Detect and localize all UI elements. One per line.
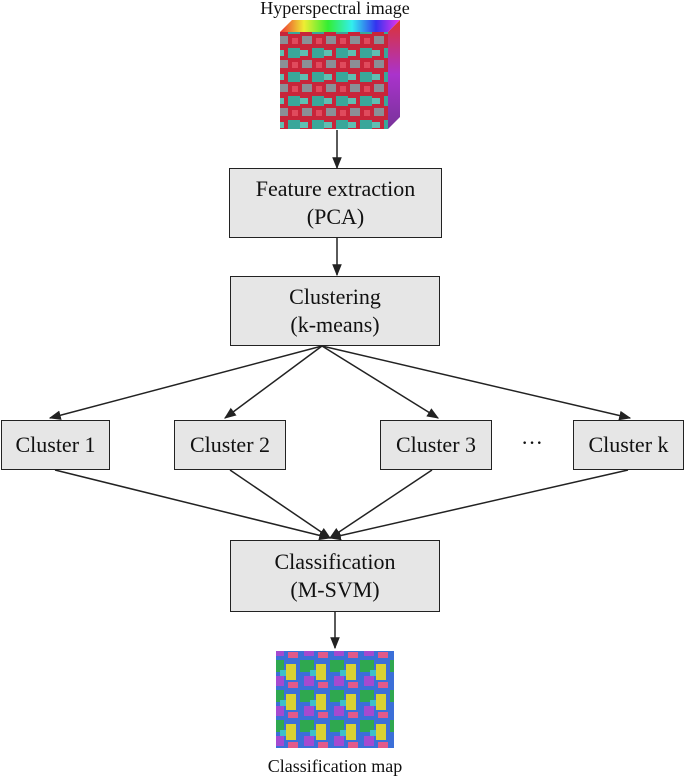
cluster-ellipsis: ··· <box>521 430 543 455</box>
arrow-cluster-3-to-classification <box>329 469 433 539</box>
classification-map-image <box>276 651 394 748</box>
arrow-to-cluster-k <box>321 345 632 421</box>
cluster-2-label: Cluster 2 <box>189 431 271 457</box>
feature-extraction-method: (PCA) <box>306 204 365 229</box>
classification-map-label: Classification map <box>267 756 403 776</box>
cluster-1-box: Cluster 1 <box>1 420 110 470</box>
hyperspectral-cube-image <box>280 20 400 129</box>
cluster-3-box: Cluster 3 <box>380 420 492 470</box>
arrow-cluster-1-to-classification <box>54 469 332 541</box>
arrow-to-cluster-1 <box>48 345 323 420</box>
cluster-1-label: Cluster 1 <box>15 431 96 457</box>
feature-extraction-title: Feature extraction <box>255 175 416 201</box>
classification-method: (M-SVM) <box>290 577 380 602</box>
cluster-3-label: Cluster 3 <box>395 431 477 457</box>
classification-box: Classification (M-SVM) <box>230 540 440 612</box>
cluster-k-label: Cluster k <box>588 431 669 457</box>
hyperspectral-image-label: Hyperspectral image <box>260 0 410 18</box>
feature-extraction-box: Feature extraction (PCA) <box>229 168 442 238</box>
cluster-2-box: Cluster 2 <box>174 420 286 470</box>
cluster-k-box: Cluster k <box>573 420 684 470</box>
arrow-cluster-k-to-classification <box>328 469 629 541</box>
clustering-title: Clustering <box>289 283 381 309</box>
clustering-method: (k-means) <box>290 312 380 337</box>
classification-title: Classification <box>274 548 396 574</box>
arrow-to-cluster-3 <box>321 345 440 419</box>
arrow-cluster-2-to-classification <box>229 469 331 539</box>
arrow-to-cluster-2 <box>224 345 323 419</box>
clustering-box: Clustering (k-means) <box>230 276 440 346</box>
